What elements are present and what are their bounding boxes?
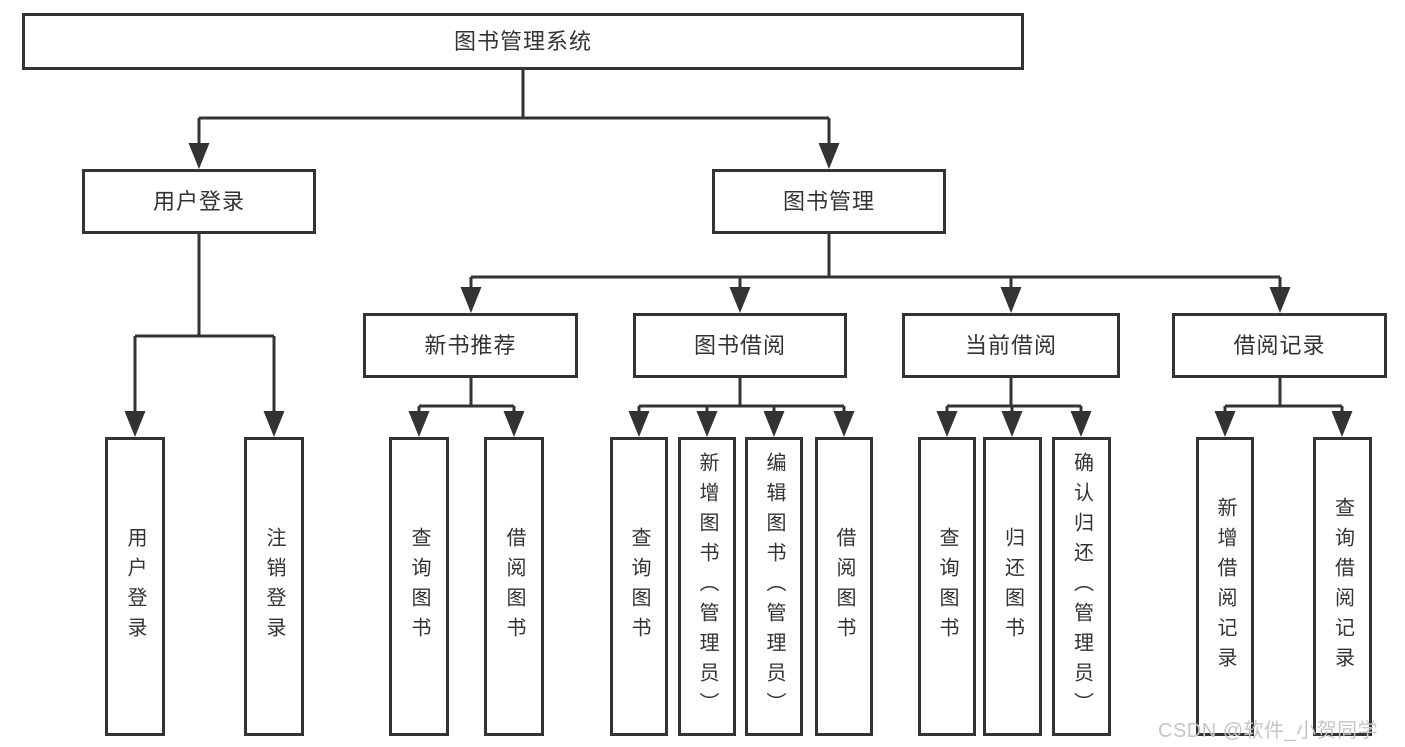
leaf-add-book-admin: 新增图书（管理员）	[678, 437, 736, 736]
node-current-borrowing: 当前借阅	[902, 313, 1120, 378]
leaf-return-books: 归还图书	[983, 437, 1042, 736]
leaf-confirm-return-admin: 确认归还（管理员）	[1052, 437, 1111, 736]
csdn-watermark: CSDN @软件_小贺同学	[1158, 720, 1379, 742]
leaf-new-borrow-record: 新增借阅记录	[1196, 437, 1254, 736]
leaf-query-books-borrowing: 查询图书	[610, 437, 668, 736]
node-user-login: 用户登录	[82, 169, 316, 234]
leaf-edit-book-admin: 编辑图书（管理员）	[745, 437, 803, 736]
node-book-borrowing: 图书借阅	[633, 313, 847, 378]
node-root: 图书管理系统	[22, 13, 1024, 70]
leaf-query-borrow-record: 查询借阅记录	[1313, 437, 1372, 736]
node-book-management: 图书管理	[712, 169, 946, 234]
node-new-book-recommendation: 新书推荐	[363, 313, 578, 378]
leaf-borrow-books-recommend: 借阅图书	[484, 437, 544, 736]
leaf-query-books-current: 查询图书	[918, 437, 976, 736]
node-borrowing-records: 借阅记录	[1172, 313, 1387, 378]
leaf-borrow-books-borrowing: 借阅图书	[815, 437, 873, 736]
leaf-logout: 注销登录	[244, 437, 304, 736]
leaf-user-login: 用户登录	[105, 437, 165, 736]
leaf-query-books-recommend: 查询图书	[389, 437, 449, 736]
